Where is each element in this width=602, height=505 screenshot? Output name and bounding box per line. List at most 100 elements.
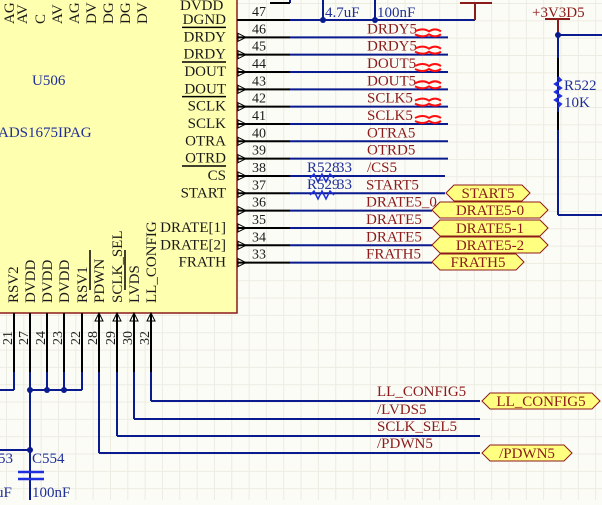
pin-number: 35 (252, 213, 266, 228)
resistor-value: 10K (564, 95, 590, 111)
pin-name: OTRD (185, 151, 226, 167)
pin-number: 34 (252, 230, 266, 245)
pin-arrow-icon (94, 311, 104, 322)
pin-arrow-icon (237, 49, 248, 60)
pin-name: DOUT (184, 81, 226, 97)
pin-name-top: AV (15, 4, 31, 24)
junction-dot (61, 387, 67, 393)
cap-designator: C554 (32, 451, 65, 467)
net-label: DRDY5 (367, 21, 417, 37)
pin-arrow-icon (129, 311, 139, 322)
pin-name: FRATH (178, 255, 226, 271)
pin-name: START (181, 185, 226, 201)
diff-pair-icon (414, 62, 442, 72)
pin-arrow-icon (237, 153, 248, 164)
net-label: /PDWN5 (377, 436, 433, 452)
junction-dot (320, 17, 326, 23)
pin-arrow-icon (237, 84, 248, 95)
net-label: FRATH5 (366, 247, 421, 263)
pin-name-dvdd: DVDD (180, 0, 223, 14)
diff-pair-icon (414, 97, 442, 107)
net-label: /CS5 (367, 160, 397, 176)
pin-name: DRATE[1] (160, 220, 226, 236)
pin-name: DGND (183, 12, 226, 28)
component-part-number: ADS1675IPAG (0, 125, 92, 141)
pin-name-top: DV (84, 2, 100, 24)
resistor-designator: R529 (307, 177, 340, 193)
net-label: LL_CONFIG5 (377, 384, 466, 400)
net-label: DRATE5_0 (366, 195, 437, 211)
pin-number: 32 (138, 331, 153, 345)
net-label: /LVDS5 (377, 402, 426, 418)
net-label: SCLK_SEL5 (377, 419, 457, 435)
pin-arrow-icon (237, 136, 248, 147)
pin-number: 36 (252, 196, 266, 211)
pin-number: 42 (252, 92, 266, 107)
net-label: DOUT5 (367, 73, 416, 89)
junction-dot (372, 17, 378, 23)
port-label: FRATH5 (450, 255, 505, 271)
pin-number: 37 (252, 178, 266, 193)
pin-name-top: C (33, 14, 49, 24)
cap-value: 4.7uF (325, 5, 360, 21)
pin-name: OTRA (185, 133, 226, 149)
pin-name-bottom: SCLK_SEL (110, 230, 126, 303)
port-pdwn5[interactable] (481, 444, 573, 462)
pin-name-top: DG (101, 2, 117, 24)
pin-number: 23 (51, 331, 66, 345)
net-label: START5 (366, 177, 419, 193)
pin-number: 33 (252, 248, 266, 263)
component-body[interactable] (0, 0, 238, 314)
pin-number: 38 (252, 161, 266, 176)
net-label: SCLK5 (367, 91, 413, 107)
pin-name-bottom: DVDD (40, 260, 56, 303)
junction-dot (27, 447, 33, 453)
pin-number: 39 (252, 144, 266, 159)
pin-name-bottom: LL_CONFIG (144, 221, 160, 303)
cap-designator: 53 (0, 451, 13, 467)
pin-number: 44 (252, 57, 266, 72)
pin-name: SCLK (188, 116, 227, 132)
pin-arrow-icon (237, 101, 248, 112)
resistor-r529-icon (309, 189, 335, 201)
port-label: DRATE5-0 (456, 203, 524, 219)
pin-number: 28 (86, 331, 101, 345)
pin-name: DRATE[2] (160, 237, 226, 253)
pin-name: DOUT (184, 64, 226, 80)
pin-name-bottom: DVDD (57, 260, 73, 303)
pin-arrow-icon (237, 171, 248, 181)
pin-number: 29 (104, 331, 119, 345)
junction-dot (555, 32, 561, 38)
port-drate5-1[interactable] (431, 219, 549, 237)
pin-number: 22 (69, 331, 84, 345)
port-drate5-2[interactable] (431, 236, 549, 254)
pin-name-top: AV (50, 4, 66, 24)
pin-arrow-icon (237, 32, 248, 43)
diff-pair-icon (414, 28, 442, 38)
port-label: DRATE5-1 (456, 221, 524, 237)
pin-number: 47 (252, 5, 266, 20)
resistor-r528-icon (309, 172, 335, 184)
resistor-value: 33 (337, 160, 352, 176)
port-drate5-0[interactable] (431, 201, 549, 219)
pin-arrow-icon (146, 311, 156, 322)
pin-name-top: AG (2, 2, 18, 24)
component-designator: U506 (32, 73, 66, 89)
pin-number: 45 (252, 40, 266, 55)
pin-name: DRDY (183, 29, 226, 45)
port-ll-config5[interactable] (481, 392, 601, 410)
pin-name-top: AG (67, 2, 83, 24)
resistor-r522-icon (553, 76, 563, 108)
pin-number: 46 (252, 22, 266, 37)
port-frath5[interactable] (431, 253, 525, 271)
diff-pair-icon (414, 45, 442, 55)
net-label: DRDY5 (367, 39, 417, 55)
pin-name-bottom: RSV1 (75, 266, 91, 303)
net-label: DRATE5 (366, 212, 422, 228)
pin-arrow-icon (237, 119, 248, 129)
pin-number: 27 (17, 331, 32, 345)
pin-name-bottom: LVDS (127, 265, 143, 303)
port-start5[interactable] (445, 184, 531, 202)
